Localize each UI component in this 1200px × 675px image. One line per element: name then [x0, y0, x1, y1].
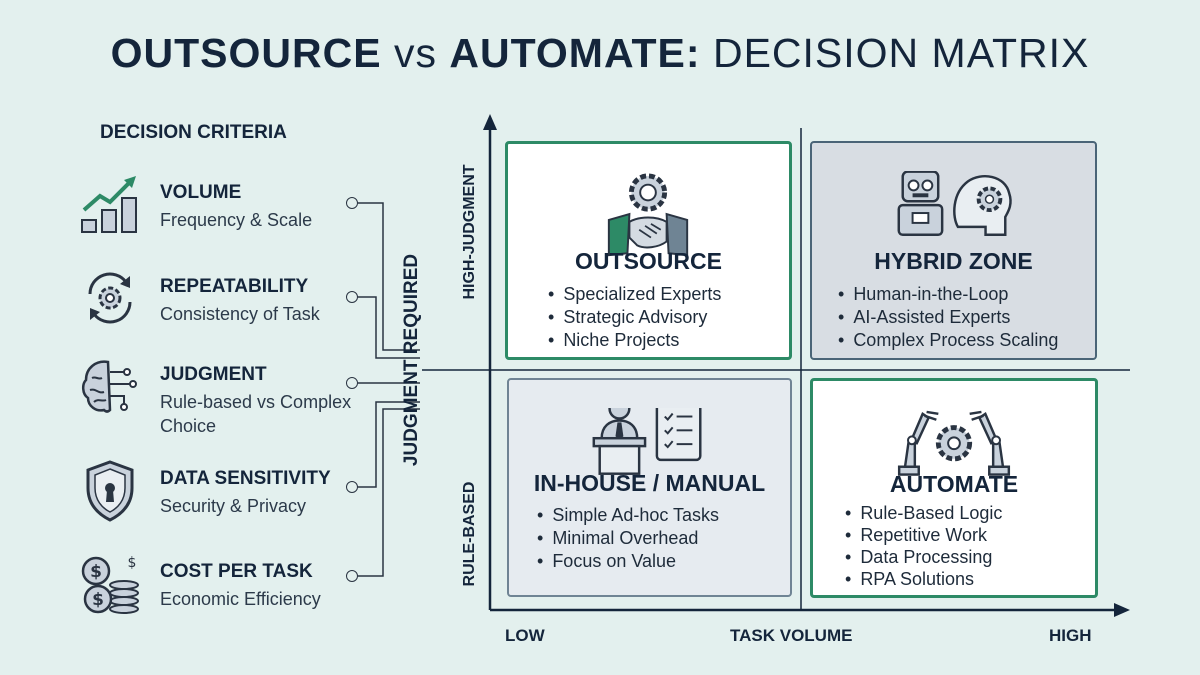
y-axis-label: JUDGMENT REQUIRED: [401, 253, 422, 467]
shield-lock-icon: [86, 460, 134, 522]
bullet-item: RPA Solutions: [845, 568, 1002, 590]
bullet-item: Simple Ad-hoc Tasks: [537, 504, 719, 527]
connector-node-judgment: [346, 377, 358, 389]
worker-clipboard-icon: [592, 408, 702, 475]
bullet-item: Strategic Advisory: [548, 306, 721, 329]
y-axis-low-label: RULE-BASED: [461, 481, 478, 587]
robot-human-icon: [897, 171, 1012, 236]
quadrant-title: AUTOMATE: [889, 471, 1019, 497]
x-axis-arrow: [1114, 603, 1130, 617]
quadrant-hybrid-zone: HYBRID ZONE Human-in-the-Loop AI-Assiste…: [810, 141, 1097, 360]
svg-text:$: $: [90, 562, 102, 582]
criterion-name: VOLUME: [160, 182, 242, 203]
handshake-gear-icon: [607, 173, 689, 257]
quadrant-title: HYBRID ZONE: [874, 248, 1033, 274]
x-axis-low-label: LOW: [505, 626, 545, 645]
connector-node-repeatability: [346, 291, 358, 303]
bullet-item: Niche Projects: [548, 329, 721, 352]
quadrant-outsource: OUTSOURCE Specialized Experts Strategic …: [505, 141, 792, 360]
coin-stack-icon: $ $ $: [81, 555, 139, 614]
bullet-item: Minimal Overhead: [537, 527, 719, 550]
bullet-item: Specialized Experts: [548, 283, 721, 306]
criterion-data-sensitivity: DATA SENSITIVITY Security & Privacy: [78, 458, 378, 538]
x-axis-high-label: HIGH: [1049, 626, 1092, 645]
quadrant-bullets: Simple Ad-hoc Tasks Minimal Overhead Foc…: [537, 504, 719, 573]
bullet-item: Data Processing: [845, 546, 1002, 568]
connector-node-volume: [346, 197, 358, 209]
connector-node-data-sensitivity: [346, 481, 358, 493]
bullet-item: Complex Process Scaling: [838, 329, 1058, 352]
bullet-item: Human-in-the-Loop: [838, 283, 1058, 306]
bullet-item: Rule-Based Logic: [845, 502, 1002, 524]
criterion-name: JUDGMENT: [160, 364, 267, 385]
criterion-cost-per-task: $ $ $ COST PER TASK Economic Efficiency: [78, 551, 378, 631]
criterion-judgment: JUDGMENT Rule-based vs Complex Choice: [78, 354, 378, 436]
criterion-desc: Security & Privacy: [160, 496, 307, 516]
quadrant-title: IN-HOUSE / MANUAL: [533, 470, 766, 496]
criterion-name: COST PER TASK: [160, 561, 313, 582]
criteria-heading: DECISION CRITERIA: [100, 122, 287, 143]
criterion-name: REPEATABILITY: [160, 276, 309, 297]
connector-node-cost: [346, 570, 358, 582]
robotic-arms-icon: [897, 410, 1011, 476]
criterion-volume: VOLUME Frequency & Scale: [78, 172, 378, 252]
quadrant-bullets: Rule-Based Logic Repetitive Work Data Pr…: [845, 502, 1002, 590]
quadrant-bullets: Specialized Experts Strategic Advisory N…: [548, 283, 721, 352]
svg-text:$: $: [92, 590, 104, 610]
quadrant-bullets: Human-in-the-Loop AI-Assisted Experts Co…: [838, 283, 1058, 352]
gear-cycle-icon: [88, 272, 132, 324]
y-axis-arrow: [483, 114, 497, 130]
criterion-desc: Consistency of Task: [160, 304, 320, 324]
criterion-desc: Economic Efficiency: [160, 589, 321, 609]
bullet-item: AI-Assisted Experts: [838, 306, 1058, 329]
growth-bar-chart-icon: [81, 176, 137, 233]
page-title: OUTSOURCE vs AUTOMATE: DECISION MATRIX: [110, 30, 1090, 76]
bullet-item: Focus on Value: [537, 550, 719, 573]
criterion-desc: Rule-based vs Complex Choice: [160, 392, 352, 436]
quadrant-automate: AUTOMATE Rule-Based Logic Repetitive Wor…: [810, 378, 1098, 598]
criterion-desc: Frequency & Scale: [160, 210, 313, 230]
y-axis-high-label: HIGH-JUDGMENT: [461, 164, 478, 300]
bullet-item: Repetitive Work: [845, 524, 1002, 546]
criterion-name: DATA SENSITIVITY: [160, 468, 331, 489]
x-axis-label: TASK VOLUME: [730, 626, 853, 645]
svg-text:$: $: [128, 555, 137, 571]
quadrant-title: OUTSOURCE: [575, 248, 722, 274]
criterion-repeatability: REPEATABILITY Consistency of Task: [78, 266, 378, 346]
brain-circuit-icon: [82, 360, 137, 413]
quadrant-in-house-manual: IN-HOUSE / MANUAL Simple Ad-hoc Tasks Mi…: [507, 378, 792, 597]
